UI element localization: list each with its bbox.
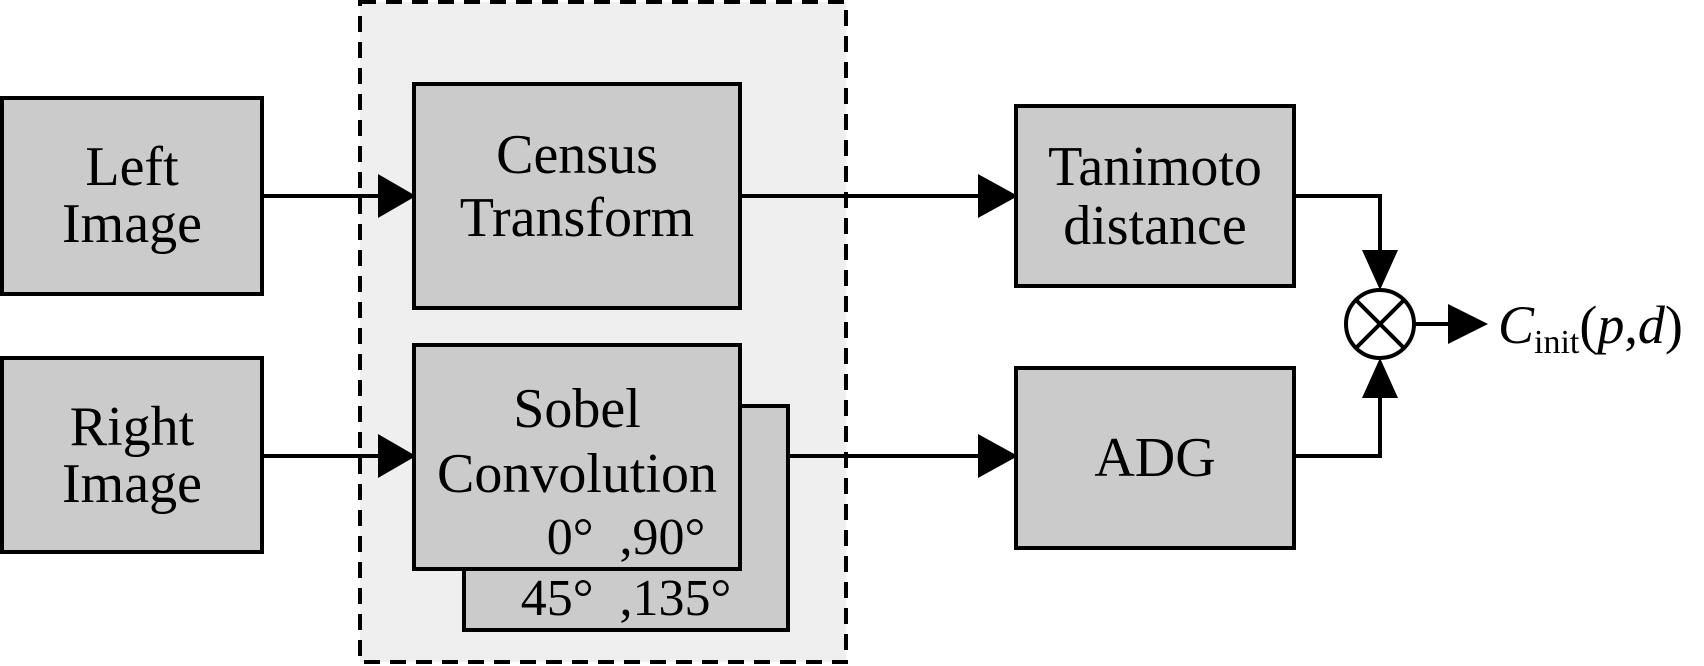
sobel-diagonal-angles: 45° ,135°: [521, 570, 732, 627]
adg-box: [1014, 366, 1296, 550]
left-image-label-line2: Image: [62, 193, 202, 255]
sobel-convolution-angles: 0° ,90°: [547, 509, 706, 566]
left-image-box: [0, 96, 264, 296]
left-image-label-line1: Left: [85, 136, 179, 198]
census-to-tanimoto-arrowhead: [978, 174, 1018, 218]
census-transform-label-line2: Transform: [460, 187, 694, 249]
adg-label: ADG: [1094, 427, 1215, 489]
output-open-paren: (: [1579, 295, 1597, 355]
tanimoto-to-multiply-wire: [1294, 194, 1382, 252]
output-symbol: C: [1498, 295, 1535, 355]
multiply-icon-stroke-b: [1355, 299, 1405, 349]
left-to-census-arrowhead: [378, 174, 416, 218]
tanimoto-distance-box: [1014, 104, 1296, 288]
output-subscript: init: [1534, 324, 1580, 361]
multiply-to-output-arrowhead: [1448, 304, 1488, 344]
census-transform-label-line1: Census: [496, 124, 658, 186]
sobel-convolution-label-line2: Convolution: [437, 443, 717, 505]
output-label: Cinit(p,d): [1498, 295, 1683, 361]
output-arg-d: d: [1638, 295, 1666, 355]
right-to-sobel-arrowhead: [378, 434, 416, 478]
adg-to-multiply-arrowhead: [1362, 358, 1398, 398]
adg-to-multiply-wire: [1294, 396, 1382, 458]
tanimoto-distance-label-line1: Tanimoto: [1048, 136, 1262, 198]
output-comma: ,: [1624, 295, 1638, 355]
right-image-label-line2: Image: [62, 453, 202, 515]
output-close-paren: ): [1665, 295, 1683, 355]
census-transform-box: [412, 82, 742, 310]
output-arg-p: p: [1593, 295, 1624, 355]
tanimoto-to-multiply-arrowhead: [1362, 250, 1398, 290]
tanimoto-distance-label-line2: distance: [1063, 195, 1246, 257]
right-image-box: [0, 356, 264, 554]
sobel-to-adg-arrowhead: [978, 434, 1018, 478]
sobel-convolution-label-line1: Sobel: [513, 378, 641, 440]
sobel-convolution-box: [412, 343, 742, 571]
right-image-label-line1: Right: [70, 396, 195, 458]
